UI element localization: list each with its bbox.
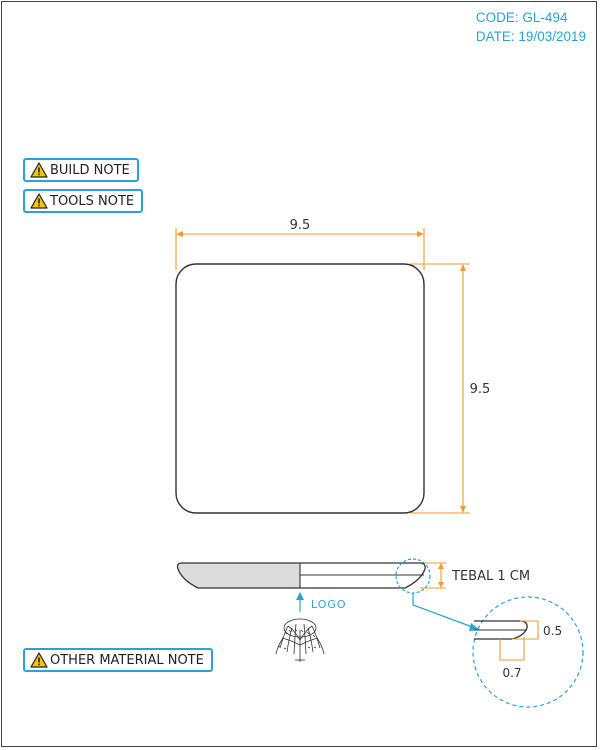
- date-label: DATE: 19/03/2019: [475, 29, 586, 44]
- build-note-label: BUILD NOTE: [50, 162, 130, 178]
- side-view: [176, 562, 426, 589]
- logo-label: LOGO: [311, 598, 347, 611]
- thickness-dimension: [420, 562, 446, 589]
- tools-note-button[interactable]: TOOLS NOTE: [23, 189, 144, 213]
- height-dimension: [410, 263, 470, 514]
- width-dimension: [175, 228, 425, 270]
- other-material-note-button[interactable]: OTHER MATERIAL NOTE: [23, 648, 213, 672]
- build-note-button[interactable]: BUILD NOTE: [23, 158, 139, 182]
- detail-dimension: [499, 620, 539, 661]
- detail-leader: [412, 593, 480, 631]
- code-label: CODE: GL-494: [475, 10, 568, 25]
- detail-height-label: 0.5: [543, 624, 562, 638]
- title-block: CODE: GL-494 DATE: 19/03/2019: [476, 8, 586, 46]
- detail-profile: [474, 620, 528, 640]
- detail-width-label: 0.7: [502, 666, 521, 680]
- arrow-up-icon: [296, 592, 304, 612]
- detail-view-circle: [472, 596, 584, 708]
- tree-logo-icon: [275, 618, 325, 662]
- warning-icon: [30, 652, 48, 668]
- other-material-note-label: OTHER MATERIAL NOTE: [50, 652, 204, 668]
- top-view-outline: [175, 263, 425, 514]
- thickness-label: TEBAL 1 CM: [451, 569, 530, 584]
- height-label: 9.5: [470, 382, 491, 397]
- warning-icon: [30, 193, 48, 209]
- warning-icon: [30, 162, 48, 178]
- width-label: 9.5: [290, 218, 311, 233]
- tools-note-label: TOOLS NOTE: [50, 193, 135, 209]
